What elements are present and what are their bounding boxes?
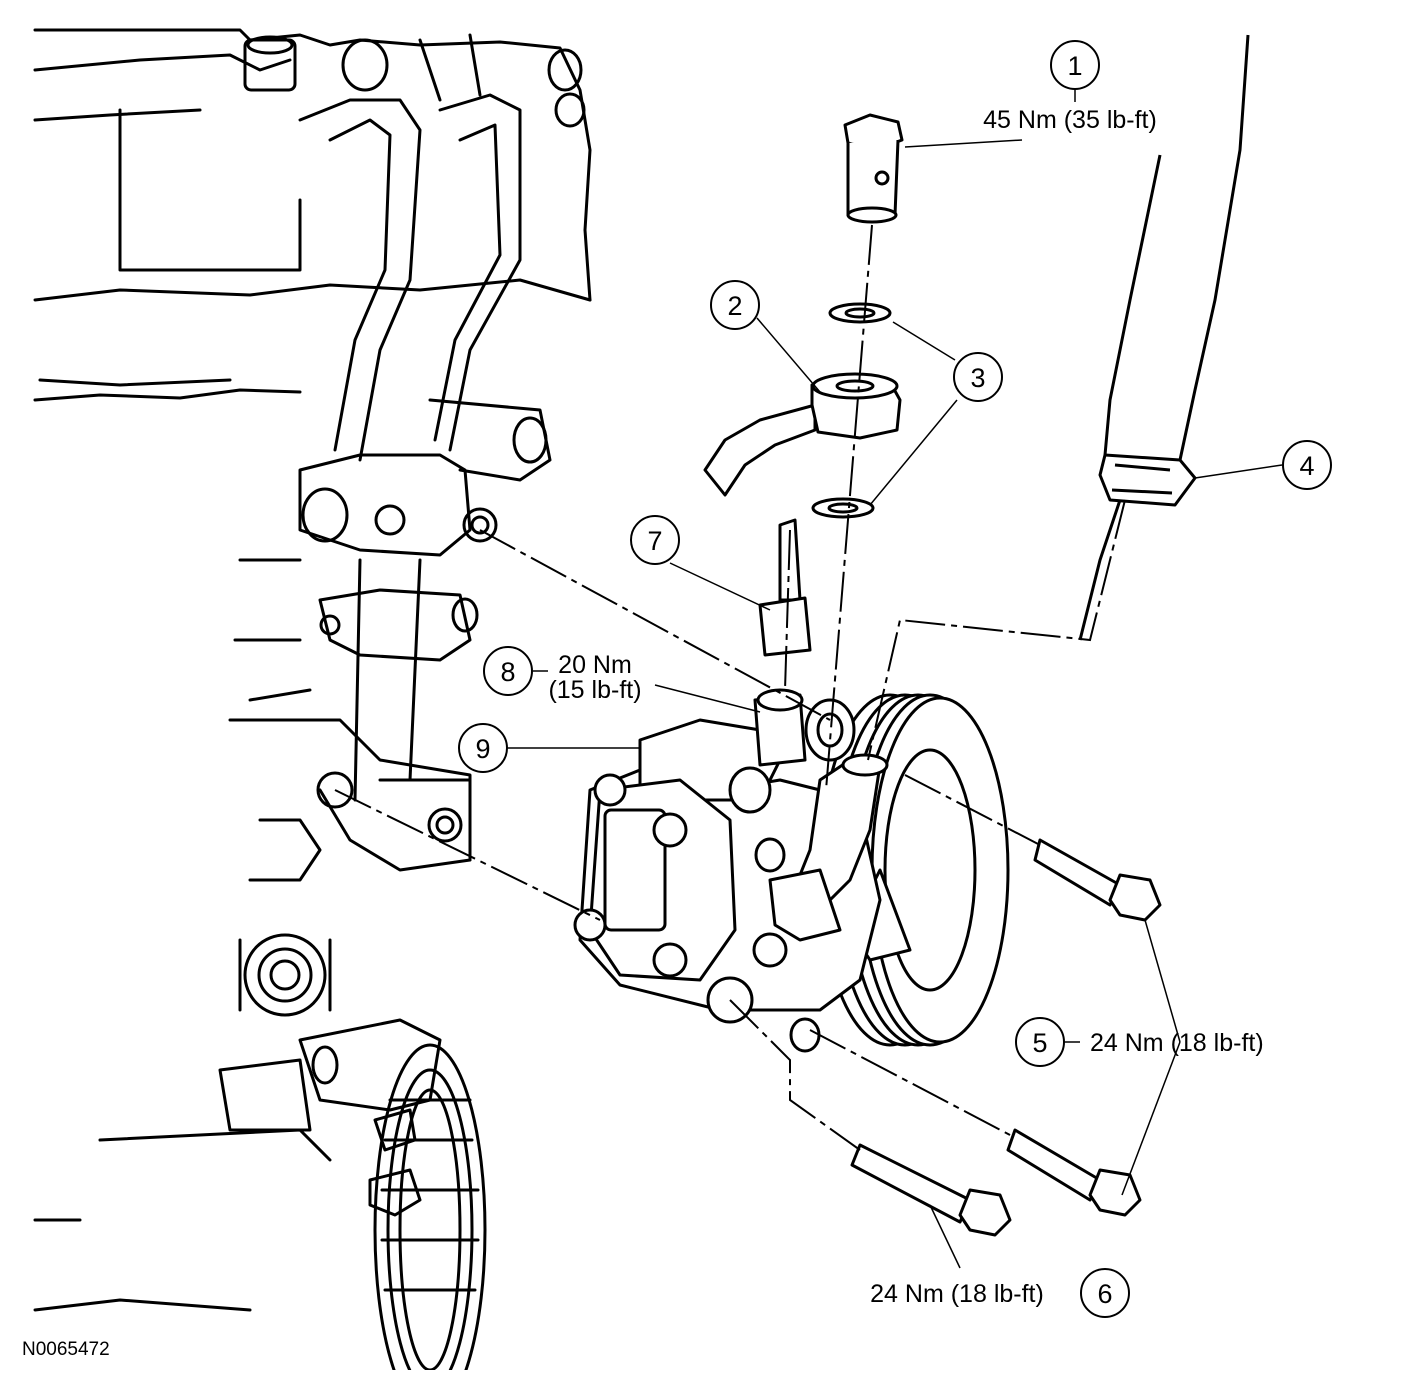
callout-number: 6 [1097, 1279, 1112, 1309]
callout-number: 2 [727, 291, 742, 321]
leader-lines [507, 88, 1283, 1294]
torque-spec-line-1: 20 Nm [558, 651, 632, 679]
callout-balloons: 1 45 Nm (35 lb-ft) 2 3 4 5 24 Nm (18 lb-… [458, 40, 1332, 1318]
callout-1: 1 45 Nm (35 lb-ft) [983, 40, 1157, 134]
torque-spec-line-2: (15 lb-ft) [548, 676, 641, 704]
callout-7: 7 [630, 515, 680, 565]
callout-number: 4 [1299, 451, 1314, 481]
engine-block-drawing [33, 28, 592, 1375]
callout-5: 5 24 Nm (18 lb-ft) [1015, 1017, 1264, 1067]
callout-number: 9 [475, 734, 490, 764]
torque-spec: 24 Nm (18 lb-ft) [1090, 1029, 1264, 1057]
callout-number: 5 [1032, 1028, 1047, 1058]
callout-number: 7 [647, 526, 662, 556]
callout-8: 8 20 Nm (15 lb-ft) [483, 646, 642, 704]
mounting-bolts-drawing [850, 838, 1162, 1237]
callout-number: 8 [500, 657, 515, 687]
callout-4: 4 [1282, 440, 1332, 490]
callout-9: 9 [458, 723, 508, 773]
callout-6: 6 24 Nm (18 lb-ft) [870, 1268, 1130, 1318]
torque-spec: 45 Nm (35 lb-ft) [983, 106, 1157, 134]
callout-number: 1 [1067, 51, 1082, 81]
torque-spec: 24 Nm (18 lb-ft) [870, 1280, 1044, 1308]
power-steering-pump-drawing [573, 688, 1010, 1053]
alignment-lines [334, 224, 1126, 1151]
return-hose-drawing [1078, 34, 1250, 641]
callout-2: 2 [710, 280, 760, 330]
hardware-parts-drawing [703, 113, 1197, 657]
callout-3: 3 [953, 352, 1003, 402]
figure-id: N0065472 [22, 1339, 110, 1360]
callout-number: 3 [970, 363, 985, 393]
